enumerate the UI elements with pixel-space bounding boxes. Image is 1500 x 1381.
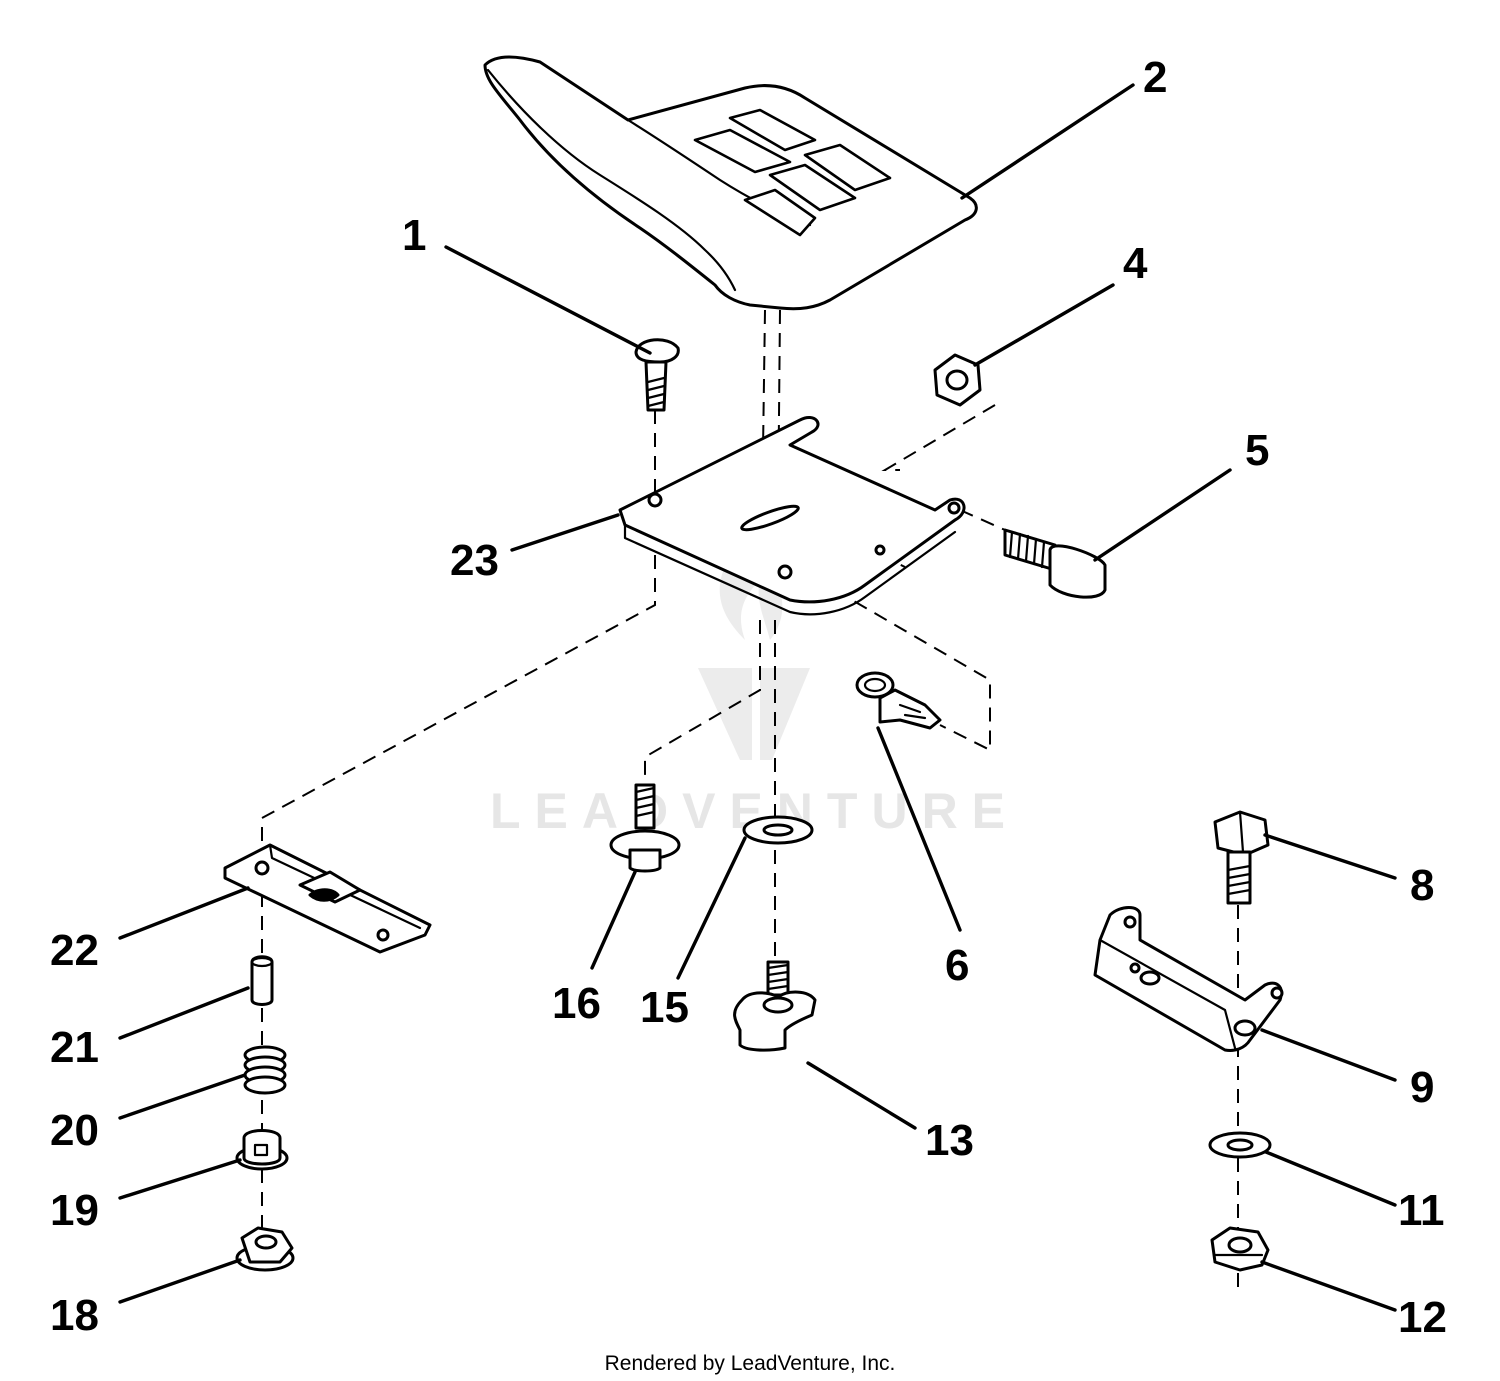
- seat-part: [483, 55, 978, 311]
- callout-4: 4: [1123, 239, 1148, 288]
- leader-lines: [118, 83, 1397, 1312]
- star-knob-part: [733, 960, 817, 1052]
- lock-nut-part: [1210, 1226, 1270, 1272]
- callout-8: 8: [1410, 861, 1434, 910]
- callout-2: 2: [1143, 53, 1167, 102]
- shoulder-bolt-part: [609, 783, 681, 873]
- hex-nut-part: [933, 353, 982, 407]
- hex-bolt-8-part: [1213, 810, 1270, 905]
- callout-1: 1: [402, 211, 426, 260]
- flange-nut-part: [235, 1226, 295, 1272]
- bracket-part: [1093, 906, 1284, 1052]
- seat-pads: [693, 108, 892, 237]
- callout-9: 9: [1410, 1063, 1434, 1112]
- callout-16: 16: [552, 979, 601, 1028]
- callout-23: 23: [450, 536, 499, 585]
- callout-19: 19: [50, 1186, 99, 1235]
- slide-bracket-part: [223, 843, 432, 954]
- washer-11-part: [1208, 1131, 1272, 1159]
- callout-18: 18: [50, 1291, 99, 1340]
- pin-part: [250, 955, 274, 1006]
- carriage-bolt-part: [634, 338, 680, 412]
- hex-bolt-part: [1003, 528, 1107, 599]
- seat-plate-part: [618, 416, 966, 616]
- callout-21: 21: [50, 1023, 99, 1072]
- callout-5: 5: [1245, 426, 1269, 475]
- callout-22: 22: [50, 926, 99, 975]
- callout-15: 15: [640, 983, 689, 1032]
- callout-6: 6: [945, 941, 969, 990]
- callout-11: 11: [1398, 1186, 1445, 1235]
- callout-labels: 1 2 4 5 6 8 9 11 12 13 15 16 18 19 20 21…: [50, 53, 1447, 1342]
- callout-12: 12: [1398, 1293, 1447, 1342]
- clip-part: [855, 671, 942, 730]
- flange-bushing-part: [235, 1129, 289, 1171]
- callout-20: 20: [50, 1106, 99, 1155]
- washer-part: [742, 815, 814, 845]
- spring-part: [243, 1045, 287, 1095]
- footer-credit: Rendered by LeadVenture, Inc.: [605, 1352, 896, 1375]
- callout-13: 13: [925, 1116, 974, 1165]
